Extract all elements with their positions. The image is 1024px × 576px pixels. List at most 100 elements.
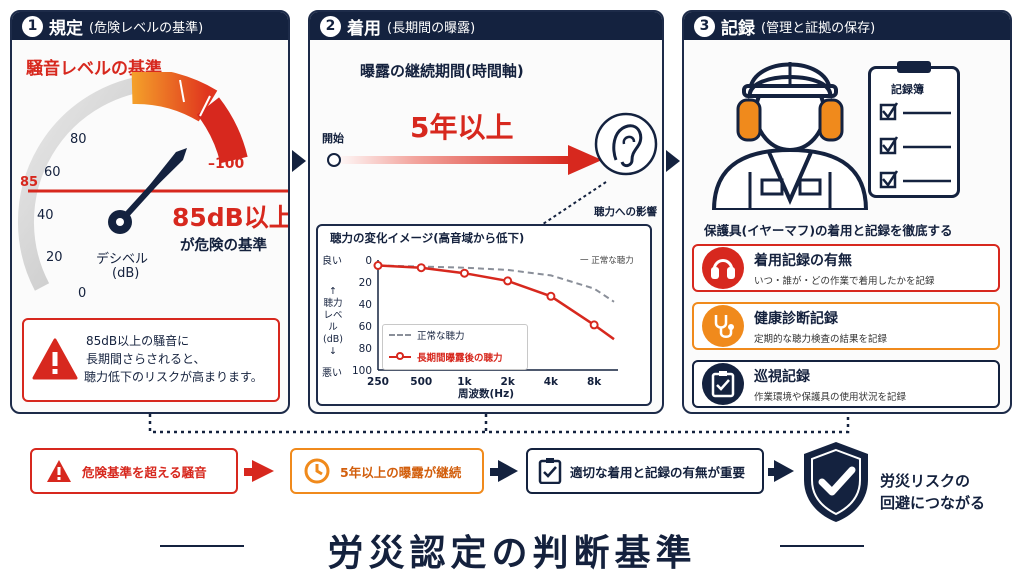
panel-regulation: 1 規定 (危険レベルの基準) 騒音レベルの基準 0 20 40 60 80 –… [10,10,290,414]
gauge-orange-band [131,72,218,122]
worker-icon [711,62,869,210]
ylabel-bad: 悪い [322,368,342,379]
chart-title: 聴力の変化イメージ(高音域から低下) [330,231,525,245]
warning-icon [47,460,71,482]
duration-label: 5年以上 [410,111,514,144]
ylabel-text: 聴力 レベル (dB) [323,298,343,345]
timeline-arrow [327,145,602,175]
x-tick-label: 500 [410,376,432,388]
tick-80: 80 [70,132,87,147]
result-line1: 労災リスクの [880,472,971,490]
warning-icon [32,338,78,380]
clipboard-title: 記録簿 [891,83,924,96]
warning-line1: 85dB以上の騒音に [86,334,190,348]
x-tick-label: 1k [457,376,472,388]
clipboard-check-icon [538,458,562,484]
stethoscope-icon [702,305,744,347]
footer-title: 労災認定の判断基準 [327,533,697,574]
record-title: 巡視記録 [754,368,810,385]
panel-records: 3 記録 (管理と証拠の保存) 記録簿 [682,10,1012,414]
panel-exposure: 2 着用 (長期間の曝露) 曝露の継続期間(時間軸) 開始 5年以上 聴力への影… [308,10,664,414]
ear-connector [533,181,607,231]
y-tick-label: 40 [359,299,372,311]
start-label: 開始 [322,132,344,145]
flow-arrow-1 [252,460,274,482]
series-exposed-point [589,320,599,330]
record-wearing: 着用記録の有無 いつ・誰が・どの作業で着用したかを記録 [692,244,1000,292]
gauge [17,72,288,291]
checklist-icon [879,102,951,189]
flow-step-duration: 5年以上の曝露が継続 [290,448,484,494]
gauge-red-band [196,97,248,164]
gauge-grey-arc [17,74,163,291]
panel-title: 着用 [347,18,381,39]
record-patrol: 巡視記録 作業環境や保護具の使用状況を記録 [692,360,1000,408]
legend-exposed: 長期間曝露後の聴力 [417,353,503,364]
footer-rule-right [780,545,864,547]
threshold-label: 85 [20,175,39,190]
x-tick-label: 250 [367,376,389,388]
series-exposed-point [416,263,426,273]
step-number: 2 [320,15,341,37]
flow-step-records: 適切な着用と記録の有無が重要 [526,448,764,494]
shield-check-icon [804,442,868,522]
record-desc: いつ・誰が・どの作業で着用したかを記録 [754,275,935,287]
tick-100-value: 100 [215,156,245,172]
step-number: 1 [22,15,43,37]
panel-header: 1 規定 (危険レベルの基準) [12,12,288,40]
flow-arrow-3 [774,460,794,482]
series-exposed-point [503,276,513,286]
flow-step-text: 危険基準を超える騒音 [82,464,207,480]
result-text: 労災リスクの 回避につながる [880,470,985,514]
caption: 保護具(イヤーマフ)の着用と記録を徹底する [704,223,953,238]
flow-step-text: 適切な着用と記録の有無が重要 [570,464,746,480]
result-line2: 回避につながる [880,494,986,512]
ylabel-mid: ↑ 聴力 レベル (dB) ↓ [322,286,344,358]
record-title: 健康診断記録 [754,310,838,327]
series-exposed-point [373,261,383,270]
series-normal-line [377,264,615,303]
x-tick-label: 4k [544,376,559,388]
x-axis-label: 周波数(Hz) [458,388,514,400]
panel-subtitle: (長期間の曝露) [387,20,476,36]
record-desc: 定期的な聴力検査の結果を記録 [754,333,888,345]
ear-label: 聴力への影響 [594,206,657,218]
arrow-2-3 [666,150,680,172]
ylabel-good: 良い [322,256,342,267]
tick-40: 40 [37,208,54,223]
clipboard: 記録簿 [868,61,960,198]
normal-line-label: 一 正常な聴力 [580,256,634,266]
big-sub: が危険の基準 [180,238,267,254]
panel-header: 2 着用 (長期間の曝露) [310,12,662,40]
warning-box: 85dB以上の騒音に 長期間さらされると、 聴力低下のリスクが高まります。 [22,318,280,402]
timeline-title: 曝露の継続期間(時間軸) [360,62,524,80]
big-value: 85dB以上 [172,203,290,232]
gauge-title: 騒音レベルの基準 [26,59,162,79]
flow-arrow-2 [498,460,518,482]
x-tick-label: 8k [587,376,602,388]
timeline-start-dot [327,153,341,167]
y-tick-label: 20 [359,277,372,289]
panel-header: 3 記録 (管理と証拠の保存) [684,12,1010,40]
panel-subtitle: (管理と証拠の保存) [761,20,876,36]
record-health-check: 健康診断記録 定期的な聴力検査の結果を記録 [692,302,1000,350]
step-number: 3 [694,15,715,37]
panel-title: 規定 [49,18,83,39]
x-tick-label: 2k [501,376,516,388]
panel-subtitle: (危険レベルの基準) [89,20,204,36]
record-title: 着用記録の有無 [754,252,852,269]
tick-20: 20 [46,250,63,265]
warning-line3: 聴力低下のリスクが高まります。 [84,370,263,384]
y-tick-label: 100 [352,365,372,377]
y-tick-label: 60 [359,321,372,333]
series-exposed-point [459,268,469,278]
ear-icon [594,112,658,176]
legend-normal: 正常な聴力 [417,331,465,342]
ylabel-arrow-down: ↓ [329,346,337,357]
clipboard-check-icon [702,363,744,405]
warning-text: 85dB以上の騒音に 長期間さらされると、 聴力低下のリスクが高まります。 [84,332,263,386]
warning-line2: 長期間さらされると、 [86,352,206,366]
panel-title: 記録 [721,18,755,39]
connector-lines [148,414,850,434]
